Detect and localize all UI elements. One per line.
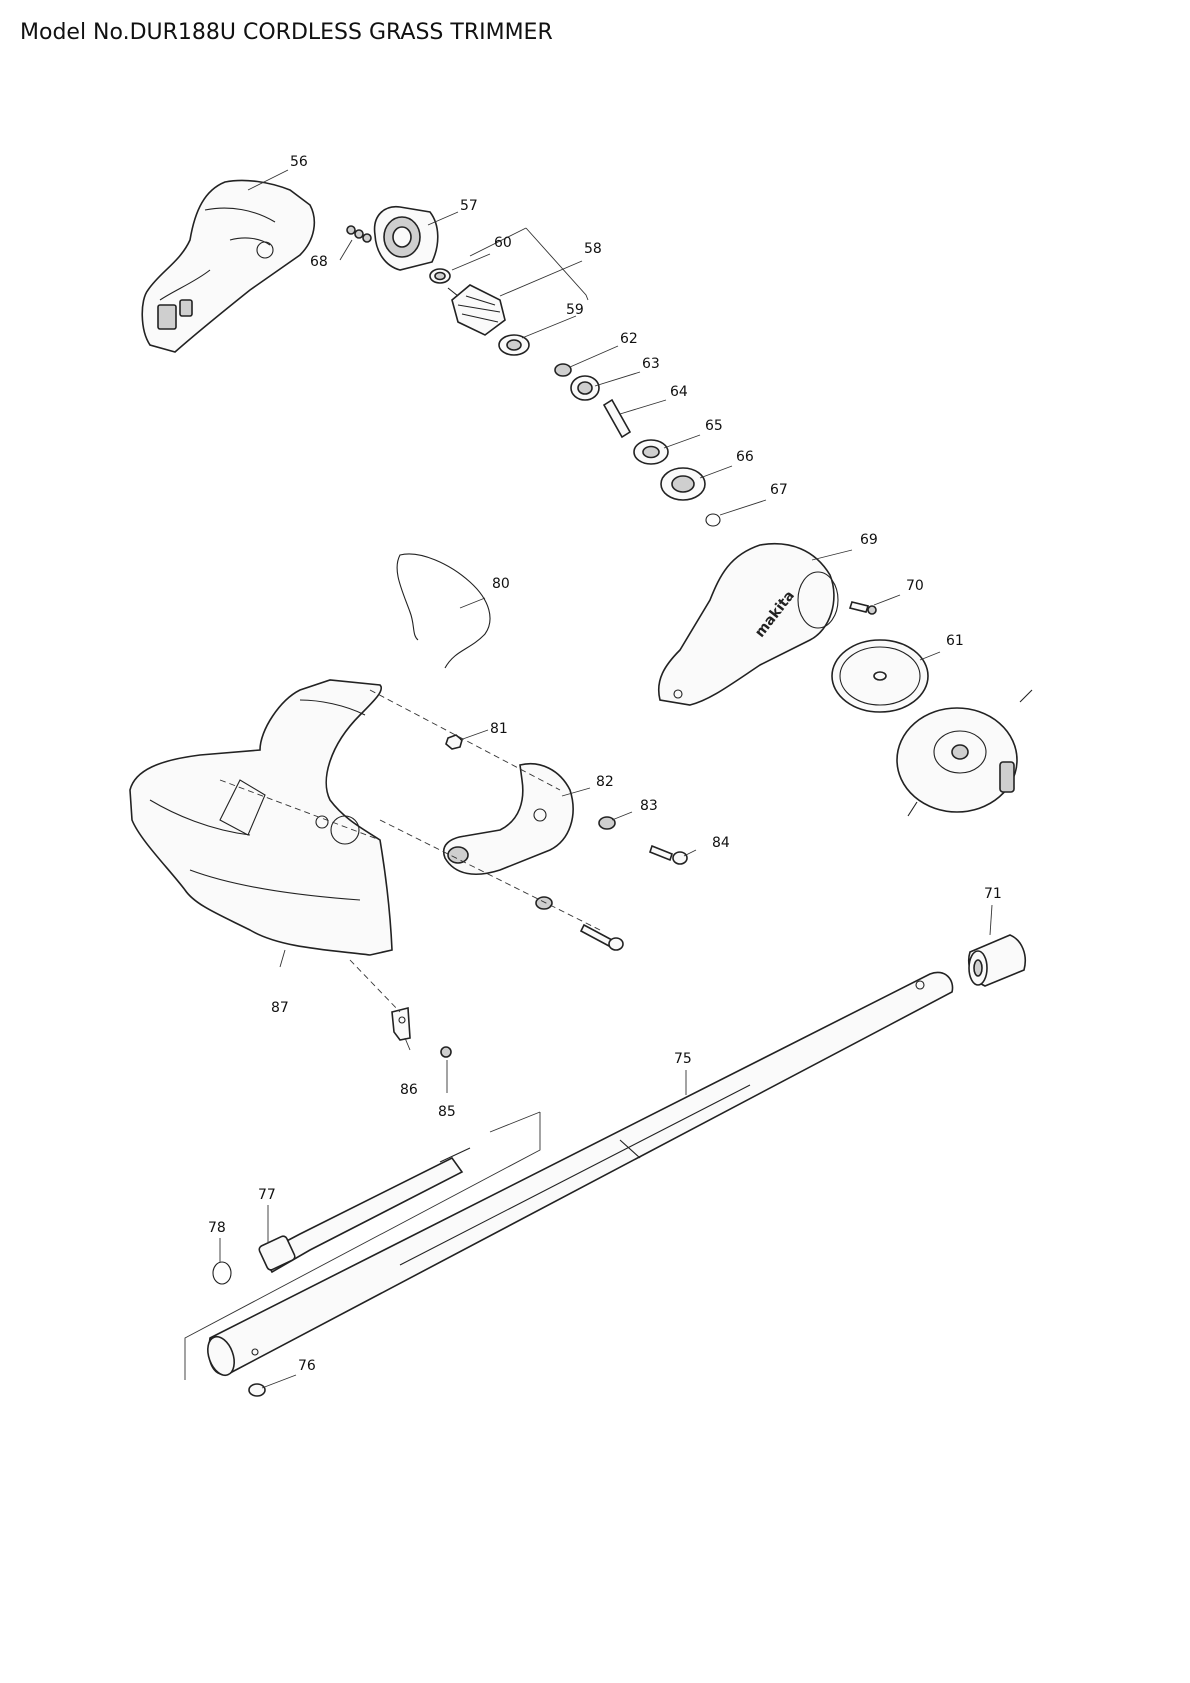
part-86-clip	[391, 1006, 411, 1041]
leader-lines	[184, 169, 993, 1389]
part-58-armature	[447, 284, 506, 336]
part-75-shaft-pipe	[207, 971, 954, 1377]
callout-67: 67	[770, 482, 788, 498]
part-65-bearing	[633, 439, 669, 465]
callout-84: 84	[712, 835, 730, 851]
callout-68: 68	[310, 254, 328, 270]
part-80-wire-guard	[396, 553, 491, 669]
callout-69: 69	[860, 532, 878, 548]
part-69-gear-housing: makita	[658, 543, 839, 706]
callout-86: 86	[400, 1082, 418, 1098]
callout-85: 85	[438, 1104, 456, 1120]
part-60-bearing	[429, 268, 451, 284]
part-lower-bolt	[579, 923, 624, 951]
callout-87: 87	[271, 1000, 289, 1016]
callout-75: 75	[674, 1051, 692, 1067]
callout-56: 56	[290, 154, 308, 170]
part-82-guard-bracket	[443, 763, 574, 876]
part-76-cap	[248, 1383, 266, 1397]
part-85-screw	[440, 1046, 452, 1058]
callout-77: 77	[258, 1187, 276, 1203]
callout-80: 80	[492, 576, 510, 592]
part-77-drive-shaft-assembly	[258, 1147, 471, 1274]
callout-78: 78	[208, 1220, 226, 1236]
callout-60: 60	[494, 235, 512, 251]
callout-62: 62	[620, 331, 638, 347]
part-63-gear	[570, 375, 600, 401]
part-nylon-cutting-head	[896, 689, 1033, 817]
callout-65: 65	[705, 418, 723, 434]
part-57-stator	[373, 206, 439, 271]
part-62-washer	[554, 363, 572, 377]
assembly-lines	[219, 689, 601, 1013]
part-87-safety-guard	[129, 679, 393, 956]
part-66-flange	[660, 467, 706, 501]
callout-81: 81	[490, 721, 508, 737]
page-title: Model No.DUR188U CORDLESS GRASS TRIMMER	[20, 20, 553, 45]
part-lower-washer	[535, 896, 553, 910]
callout-57: 57	[460, 198, 478, 214]
part-61-protector-disc	[831, 639, 929, 713]
callout-63: 63	[642, 356, 660, 372]
part-83-washer	[598, 816, 616, 830]
callout-76: 76	[298, 1358, 316, 1374]
part-70-screw	[848, 601, 877, 615]
callout-64: 64	[670, 384, 688, 400]
callout-82: 82	[596, 774, 614, 790]
callout-70: 70	[906, 578, 924, 594]
callout-66: 66	[736, 449, 754, 465]
callout-59: 59	[566, 302, 584, 318]
part-84-bolt	[649, 844, 688, 865]
part-67-o-ring	[705, 513, 721, 527]
part-81-nut	[445, 734, 463, 750]
callout-labels: 56 57 58 59 60 61 62 63 64 65 66 67 68 6…	[208, 154, 1002, 1374]
part-56-motor-housing	[141, 179, 316, 353]
callout-71: 71	[984, 886, 1002, 902]
callout-61: 61	[946, 633, 964, 649]
callout-83: 83	[640, 798, 658, 814]
part-78-o-ring	[212, 1261, 232, 1285]
part-68-screws	[346, 225, 372, 243]
part-64-spindle	[602, 398, 632, 439]
callout-58: 58	[584, 241, 602, 257]
part-71-coupling	[968, 934, 1026, 987]
part-59-bearing	[498, 334, 530, 356]
